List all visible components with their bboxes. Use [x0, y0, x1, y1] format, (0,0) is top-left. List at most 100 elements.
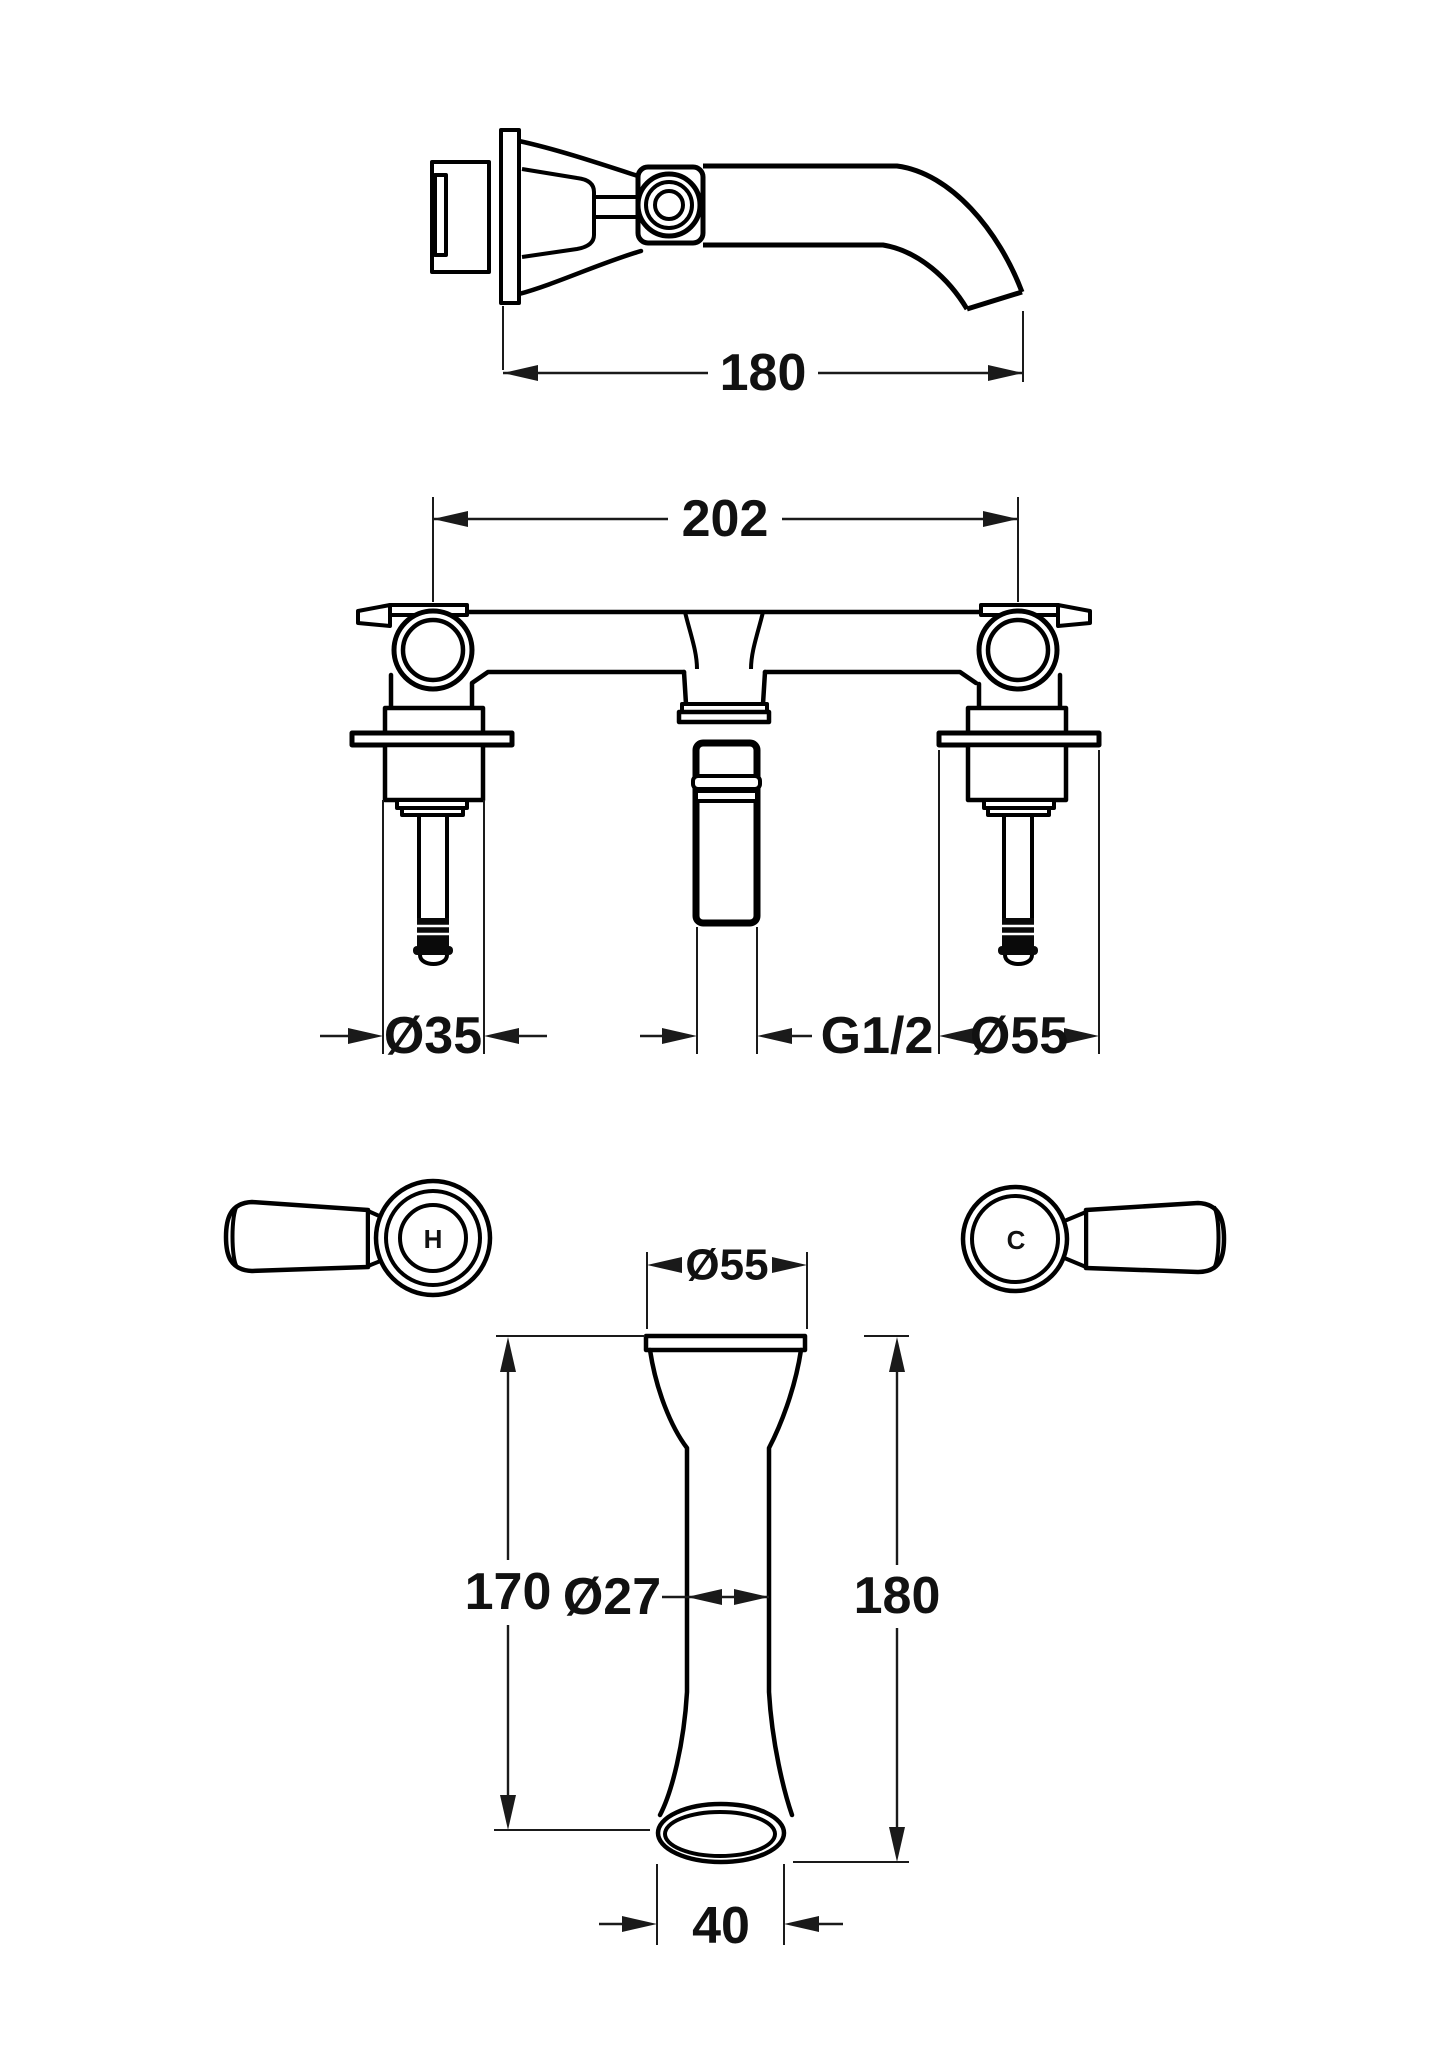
spout-trumpet-top-curve — [516, 138, 644, 180]
front-view-spout: Ø55 170 180 Ø27 — [465, 1241, 941, 1956]
handle-ring-outer — [373, 1178, 493, 1298]
arrowhead-right — [772, 1257, 807, 1273]
wall-union-lip — [433, 173, 448, 257]
port-ring-outer — [976, 608, 1060, 692]
tee-wall-right — [760, 669, 768, 707]
port-ring-inner — [985, 617, 1051, 683]
arrowhead-left — [687, 1589, 722, 1605]
dimension-value: Ø35 — [384, 1007, 482, 1065]
bracket-ear — [356, 603, 392, 628]
dimension-spout-height-min: 170 — [465, 1335, 650, 1831]
inlet-pipe-g12 — [691, 739, 762, 927]
bar-bottom-edge-right — [762, 669, 979, 686]
lever-grip-cap-line — [1212, 1205, 1221, 1270]
pipe-body — [692, 739, 761, 927]
arrowhead-left — [939, 1028, 974, 1044]
thread-section — [417, 918, 449, 946]
handle-ring-inner — [970, 1194, 1060, 1284]
body-upper-block — [382, 705, 486, 736]
port-ring-inner — [400, 617, 466, 683]
arrowhead-right — [734, 1589, 769, 1605]
arrowhead-up — [500, 1337, 516, 1372]
arrowhead-right — [348, 1028, 383, 1044]
spout-tube-bottom-edge — [703, 242, 970, 311]
dimension-spout-tube-dia: Ø27 — [563, 1568, 769, 1626]
tee-saddle-curve-left — [683, 611, 699, 670]
nut-ring-outer — [635, 171, 703, 239]
arrowhead-down — [889, 1827, 905, 1862]
dimension-spout-height-max: 180 — [793, 1335, 941, 1863]
lever-grip — [223, 1199, 371, 1274]
arrowhead-right — [983, 511, 1018, 527]
tee-saddle-curve-right — [749, 611, 765, 670]
thread-collar — [998, 946, 1038, 955]
dimension-outlet-width: 40 — [599, 1864, 843, 1955]
arrowhead-left — [484, 1028, 519, 1044]
manifold-bar — [464, 609, 984, 686]
bracket-ear — [1056, 603, 1092, 628]
dimension-value: Ø55 — [970, 1007, 1068, 1065]
body-upper-block — [965, 705, 1069, 736]
body-lower-block — [382, 742, 486, 803]
spout-profile-left — [647, 1347, 690, 1818]
side-view-spout: 180 — [430, 128, 1025, 402]
step-ring-lower — [400, 806, 465, 817]
spout-tip-face — [966, 289, 1023, 312]
dimension-value: 40 — [692, 1897, 750, 1955]
arrowhead-left — [647, 1257, 682, 1273]
arrowhead-down — [500, 1795, 516, 1830]
dimension-value: Ø27 — [563, 1568, 661, 1626]
stem-tip-dome — [418, 954, 449, 966]
port-ring-outer — [391, 608, 475, 692]
arrowhead-left — [503, 365, 538, 381]
lever-grip-cap-line — [230, 1204, 239, 1269]
dimension-valve-flange-dia: Ø55 — [938, 750, 1100, 1065]
arrowhead-right — [662, 1028, 697, 1044]
nut-ring-mid — [644, 180, 694, 230]
dimension-value: 202 — [682, 490, 769, 548]
thread-section — [1002, 918, 1034, 946]
dimension-value: 180 — [854, 1567, 941, 1625]
stem-tip-dome — [1003, 954, 1034, 966]
arrowhead-left — [784, 1916, 819, 1932]
arrowhead-left — [433, 511, 468, 527]
thread-collar — [413, 946, 453, 955]
outlet-rim-inner — [663, 1810, 777, 1858]
body-lower-block — [965, 742, 1069, 803]
cold-indicator-label: C — [1007, 1225, 1026, 1255]
handle-ring-mid — [384, 1189, 482, 1287]
handle-cold: C — [960, 1184, 1227, 1294]
spout-top-flange — [643, 1333, 808, 1353]
dimension-value: Ø55 — [685, 1241, 768, 1290]
lever-grip — [1083, 1200, 1227, 1275]
dimension-value: 170 — [465, 1563, 552, 1621]
valve-left — [349, 603, 515, 966]
spout-trumpet-neck — [521, 167, 596, 259]
spout-profile-right — [766, 1347, 804, 1818]
arrowhead-right — [988, 365, 1023, 381]
arrowhead-left — [757, 1028, 792, 1044]
wall-flange-plate — [499, 128, 521, 305]
pipe-ring-lower — [694, 789, 759, 803]
dimension-hole-centres: 202 — [432, 490, 1019, 602]
bar-bottom-edge-left — [469, 669, 687, 686]
dimension-thread-size: G1/2 — [640, 927, 933, 1065]
dimension-value: 180 — [720, 344, 807, 402]
arrowhead-right — [622, 1916, 657, 1932]
dimension-valve-body-dia: Ø35 — [320, 800, 547, 1065]
tee-wall-left — [681, 669, 689, 707]
spout-trumpet-bottom-curve — [516, 248, 644, 297]
arrowhead-right — [1064, 1028, 1099, 1044]
front-view-valve-assembly: 202 — [320, 490, 1102, 1065]
handle-hot: H — [223, 1178, 493, 1298]
pipe-ring-upper — [691, 774, 762, 791]
spout-tube-top-edge — [703, 163, 1025, 293]
dimension-spout-projection: 180 — [502, 306, 1024, 402]
handles-plan-view: H C — [223, 1178, 1227, 1298]
dimension-value: G1/2 — [821, 1007, 934, 1065]
handle-ring-outer — [960, 1184, 1070, 1294]
hot-indicator-label: H — [424, 1224, 443, 1254]
dimension-spout-top-dia: Ø55 — [646, 1241, 808, 1329]
